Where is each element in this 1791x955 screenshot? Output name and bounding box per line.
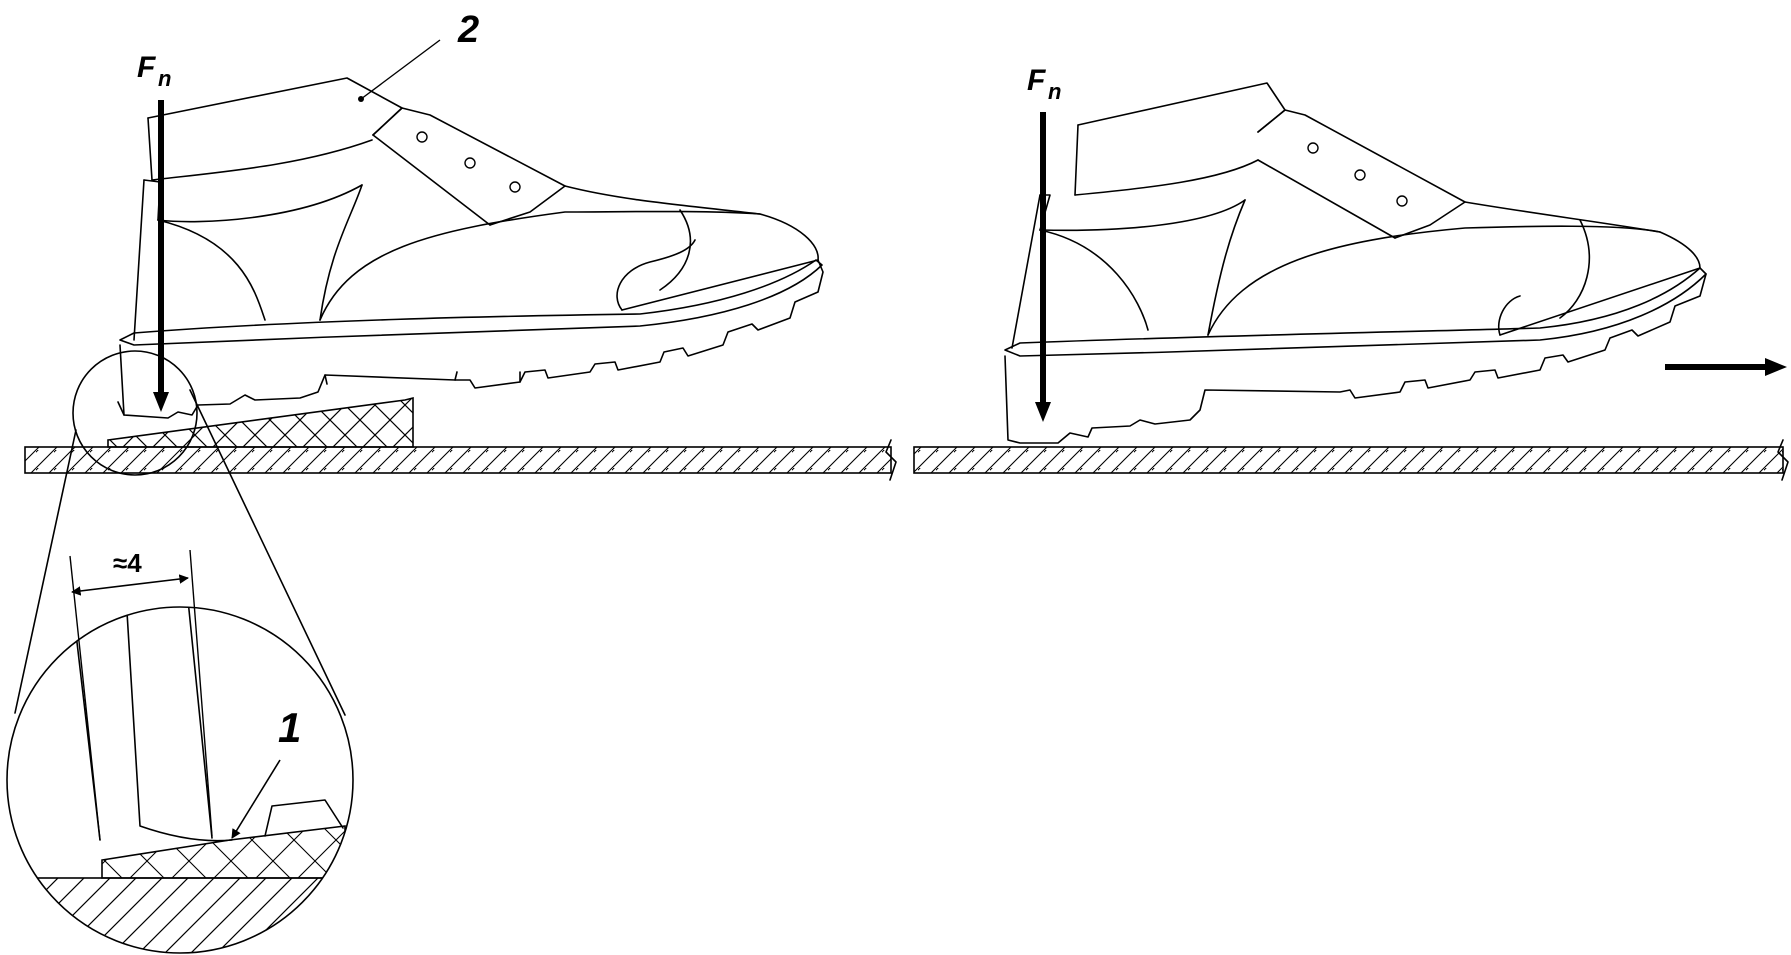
force-label-right: F n [1027,64,1061,104]
label-2-callout: 2 [360,9,479,100]
force-arrow-left [153,100,169,412]
label-2: 2 [457,9,479,51]
force-label-left: F n [137,51,171,91]
label-1: 1 [278,704,301,751]
detail-circle-large: ≈4 1 [6,548,354,954]
detail-circle-small [14,350,346,716]
floor-right [913,439,1789,481]
force-arrow-right [1035,112,1051,422]
force-label-main: F [137,51,156,84]
test-wedge [107,396,414,448]
force-label-main-right: F [1027,64,1046,97]
dimension-label: ≈4 [113,548,142,578]
shoe-left [117,77,824,419]
force-label-sub-right: n [1048,79,1061,104]
force-label-sub: n [158,66,171,91]
movement-arrow [1665,358,1787,376]
floor-left [24,439,897,481]
shoe-right [1004,82,1707,444]
